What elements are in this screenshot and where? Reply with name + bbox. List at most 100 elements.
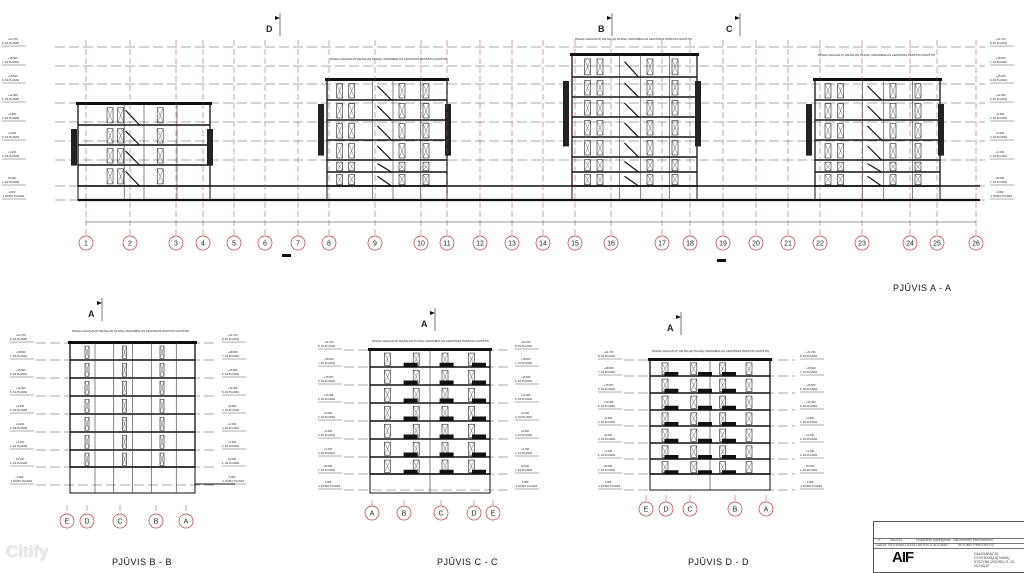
window-mark [84,345,90,359]
level-name: 6. AS PLANAS [990,78,1007,82]
level-elevation: +9.300 [604,416,613,420]
level-elevation: -3.000 [16,475,24,479]
window-mark [584,120,591,136]
grid-bubble [396,505,412,521]
level-name: 4. AS PLANAS [515,415,532,419]
window [117,107,124,124]
window-mark [837,143,844,159]
window-mark [824,143,832,159]
window [468,405,475,420]
level-name: 3. AS PLANAS [10,426,27,430]
window-mark [584,159,591,171]
section-marker-a-dd: A [667,323,674,333]
window-mark [84,417,90,431]
window-mark [384,442,391,456]
window [122,416,127,431]
window [646,80,654,96]
level-name: -1 RŪSIO PLANAS [10,479,32,483]
level-name: 7. AS PLANAS [10,354,27,358]
grid-label-12: 12 [476,241,484,248]
level-name: -1 RŪSIO PLANAS [515,484,537,488]
side-balcony [207,129,213,166]
balcony [403,434,418,439]
window-mark [824,103,832,119]
window [336,161,343,172]
window-mark [398,162,406,171]
window-mark [837,174,844,185]
balcony [472,469,486,474]
window [646,120,654,136]
window [596,58,604,76]
window [106,148,114,164]
grid-label-A: A [764,507,769,514]
window-mark [398,83,406,99]
level-elevation: -3.000 [996,190,1004,194]
basement-outline [326,185,448,201]
plan-note: PAGAL DALIGAUTĮ DETALŲJĮ PLANĄ: MAKSIMAL… [72,328,189,333]
level-name: 1. AS PLANAS [2,180,19,184]
level-name: 5. AS PLANAS [10,390,27,394]
window-mark [690,428,697,442]
window [889,123,897,139]
level-elevation: +9.300 [228,404,237,408]
window-mark [117,107,124,123]
grid-label-E: E [644,507,649,514]
level-name: 6. AS PLANAS [515,379,532,383]
level-name: 2. AS PLANAS [318,451,335,455]
section-title-dd: PJŪVIS D - D [688,557,750,567]
window-mark [398,103,406,119]
window-mark [584,140,591,156]
h-date: IŠLEIDIMO DATA [888,543,916,547]
title-block-header-row: LAIDA IŠLEIDIMO DATA LAIDOS STATUSAS KEI… [874,543,1024,549]
window-mark [824,162,832,171]
balcony [439,452,454,457]
window [690,362,698,375]
window [398,161,406,172]
level-elevation: +18.600 [806,366,816,370]
window-mark [84,381,90,395]
window-mark [914,162,922,171]
level-elevation: +12.400 [806,400,816,404]
window-mark [745,445,753,458]
window [596,80,604,96]
window [646,58,654,76]
stair-flight [624,102,639,118]
side-balcony [318,104,324,156]
window-mark [422,143,430,159]
window [84,345,90,359]
window [837,123,844,139]
grid-bubble [812,235,828,251]
window-mark [398,143,406,159]
level-name: 5. AS PLANAS [598,404,615,408]
window [745,378,753,392]
grid-bubble [567,235,583,251]
grid-label-20: 20 [752,241,760,248]
window [824,103,832,119]
window-mark [117,128,124,144]
window-mark [336,162,343,171]
level-elevation: -3.000 [521,480,529,484]
grid-label-25: 25 [933,241,941,248]
watermark: Citify [6,542,49,561]
h-status: LAIDOS STATUSAS [916,543,948,547]
level-name: 2. AS PLANAS [222,444,239,448]
window-mark [646,140,654,156]
stair-flight [867,175,882,187]
level-name: 5. AS PLANAS [515,397,532,401]
window [122,398,127,413]
window [837,143,844,159]
window [914,143,922,159]
window [690,378,698,392]
stair-flight [867,105,882,121]
balcony [722,470,736,474]
level-elevation: +15.500 [604,383,614,387]
window-mark [837,103,844,119]
window [837,174,844,185]
window-mark [889,174,897,185]
balcony [403,469,418,474]
balcony [722,388,736,393]
window-mark [159,417,165,431]
side-balcony [563,81,569,147]
balcony [664,372,679,376]
